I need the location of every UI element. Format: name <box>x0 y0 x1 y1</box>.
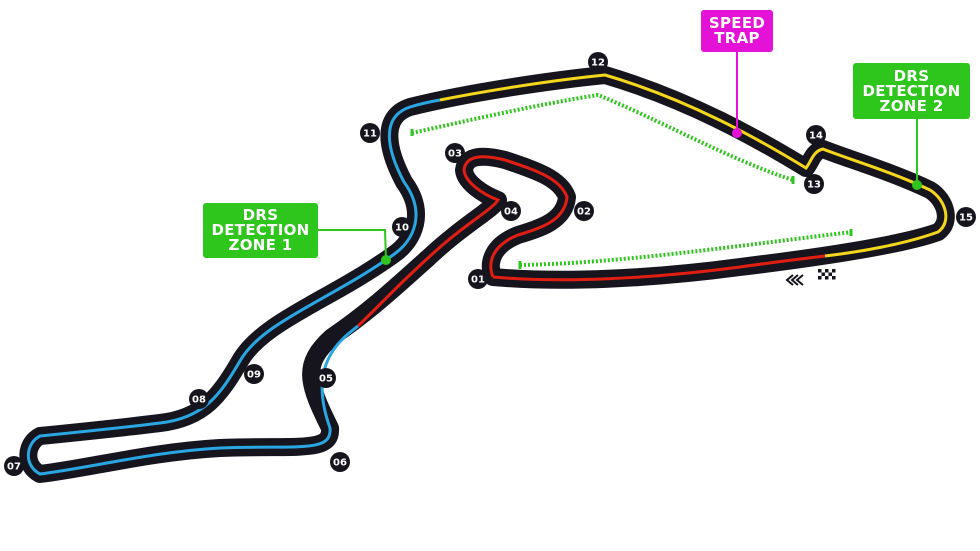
turn-02-marker: 02 <box>574 201 594 221</box>
drs-1-marker <box>381 255 391 265</box>
sector-2-line <box>26 98 441 476</box>
turn-08-marker: 08 <box>189 389 209 409</box>
drs1-line-2: DETECTION <box>211 221 310 239</box>
race-direction-chevrons-icon <box>785 274 804 286</box>
turn-number: 10 <box>395 223 409 234</box>
turn-number: 01 <box>471 275 485 286</box>
speed-trap-callout: SPEED TRAP <box>701 10 773 52</box>
sector-1-line <box>356 155 569 328</box>
turn-number: 15 <box>959 213 973 224</box>
turn-badge <box>588 52 608 72</box>
sector-1-line-main-straight <box>492 254 826 282</box>
turn-number: 13 <box>807 180 821 191</box>
speed-trap-line-2: TRAP <box>714 29 760 47</box>
turn-number: 04 <box>504 207 518 218</box>
turn-badge <box>468 269 488 289</box>
sector-3-line <box>439 73 948 258</box>
turn-number: 11 <box>363 129 377 140</box>
turn-number: 12 <box>591 58 605 69</box>
turn-badge <box>244 364 264 384</box>
turn-badge <box>956 207 976 227</box>
drs-2-marker <box>912 180 922 190</box>
turn-number: 03 <box>448 149 462 160</box>
turn-badge <box>501 201 521 221</box>
drs2-line-3: ZONE 2 <box>879 96 944 115</box>
turn-number: 07 <box>7 462 21 473</box>
turn-01-marker: 01 <box>468 269 488 289</box>
turn-09-marker: 09 <box>244 364 264 384</box>
drs-zone-back-straight <box>411 92 794 182</box>
turn-number: 02 <box>577 207 591 218</box>
turn-badge <box>316 368 336 388</box>
turn-11-marker: 11 <box>360 123 380 143</box>
turn-badge <box>804 174 824 194</box>
turn-number: 05 <box>319 374 333 385</box>
turn-badge <box>189 389 209 409</box>
drs-1-leader <box>318 229 387 261</box>
turn-badge <box>392 217 412 237</box>
speed-trap-marker <box>732 128 742 138</box>
turn-12-marker: 12 <box>588 52 608 72</box>
turn-05-marker: 05 <box>316 368 336 388</box>
turn-06-marker: 06 <box>330 452 350 472</box>
drs1-line-3: ZONE 1 <box>228 236 293 254</box>
turn-04-marker: 04 <box>501 201 521 221</box>
drs1-line-1: DRS <box>242 206 279 224</box>
turn-10-marker: 10 <box>392 217 412 237</box>
turn-badge <box>445 143 465 163</box>
drs2-line-1: DRS <box>893 66 930 85</box>
turn-15-marker: 15 <box>956 207 976 227</box>
drs-detection-zone-1-callout: DRS DETECTION ZONE 1 <box>203 203 318 258</box>
turn-number: 14 <box>809 131 823 142</box>
turn-03-marker: 03 <box>445 143 465 163</box>
drs-detection-zone-2-callout: DRS DETECTION ZONE 2 <box>853 63 970 119</box>
turn-number: 08 <box>192 395 206 406</box>
turn-13-marker: 13 <box>804 174 824 194</box>
turn-14-marker: 14 <box>806 125 826 145</box>
drs2-line-2: DETECTION <box>862 81 961 100</box>
turn-badge <box>4 456 24 476</box>
turn-markers: 01 02 03 04 05 06 07 08 09 10 11 12 13 14 15 <box>4 52 976 476</box>
turn-badge <box>574 201 594 221</box>
turn-number: 06 <box>333 458 347 469</box>
turn-badge <box>806 125 826 145</box>
turn-badge <box>330 452 350 472</box>
turn-badge <box>360 123 380 143</box>
turn-number: 09 <box>247 370 261 381</box>
turn-07-marker: 07 <box>4 456 24 476</box>
speed-trap-line-1: SPEED <box>708 14 766 32</box>
start-finish-flag-icon <box>818 269 836 280</box>
